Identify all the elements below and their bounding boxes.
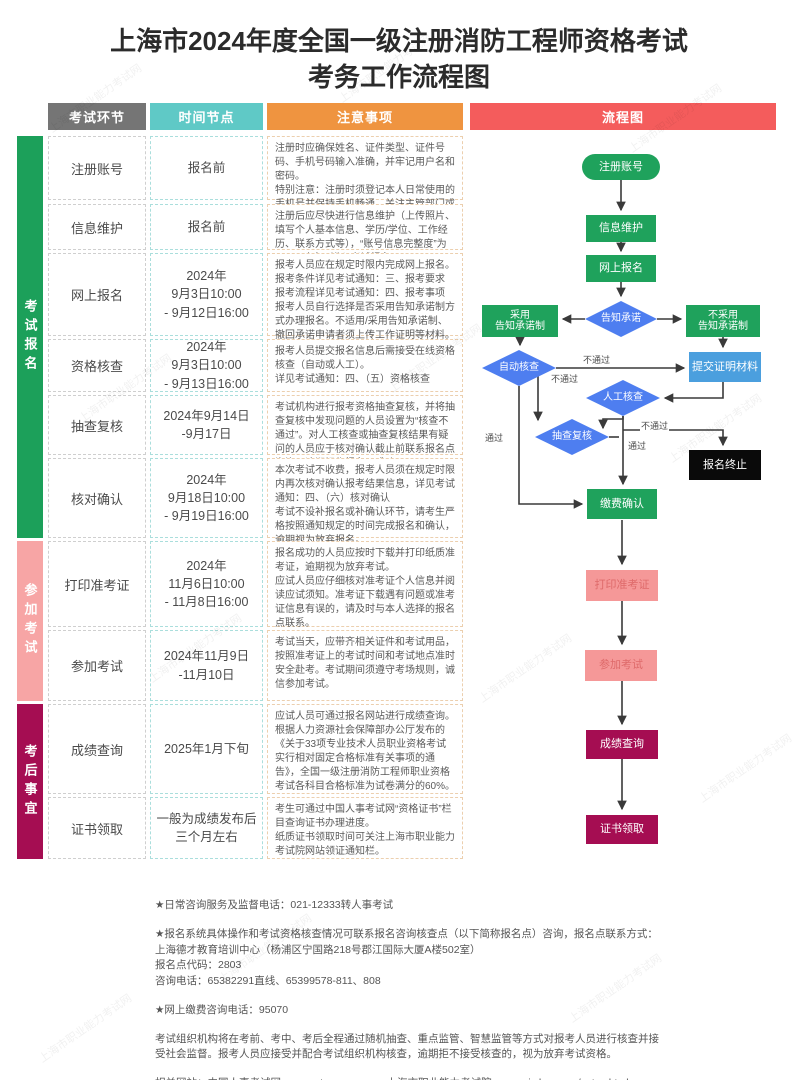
time-cell: 2024年 9月3日10:00 - 9月13日16:00	[150, 339, 263, 392]
column-header-time: 时间节点	[150, 103, 263, 130]
edge-label-fail: 不通过	[640, 421, 670, 431]
flow-node-score: 成绩查询	[586, 730, 658, 759]
edge-label-pass: 通过	[484, 433, 505, 443]
time-cell: 2024年 11月6日10:00 - 11月8日16:00	[150, 541, 263, 627]
step-cell: 打印准考证	[48, 541, 146, 627]
step-cell: 注册账号	[48, 136, 146, 200]
flow-node-attend: 参加考试	[585, 650, 657, 681]
phase-strip-baoming: 考试报名	[17, 136, 43, 538]
flow-node-use: 采用 告知承诺制	[482, 305, 558, 337]
step-cell: 信息维护	[48, 204, 146, 250]
footer-paragraph-2: ★报名系统具体操作和考试资格核查情况可联系报名咨询核查点（以下简称报名点）咨询，…	[155, 927, 658, 987]
flow-node-material: 提交证明材料	[689, 352, 761, 382]
page-title-line1: 上海市2024年度全国一级注册消防工程师资格考试	[110, 26, 688, 56]
step-cell: 成绩查询	[48, 704, 146, 794]
note-cell: 应试人员可通过报名网站进行成绩查询。根据人力资源社会保障部办公厅发布的《关于33…	[267, 704, 463, 794]
time-cell: 报名前	[150, 136, 263, 200]
flow-node-payconfirm: 缴费确认	[587, 489, 657, 519]
page-title-line2: 考务工作流程图	[307, 61, 490, 92]
step-cell: 网上报名	[48, 253, 146, 336]
edge-label-fail: 不通过	[582, 355, 612, 365]
time-cell: 2024年9月14日 -9月17日	[150, 395, 263, 455]
flow-node-terminate: 报名终止	[689, 450, 761, 480]
edge-label-pass: 通过	[627, 441, 648, 451]
flow-node-register: 注册账号	[582, 154, 660, 180]
time-cell: 2024年 9月18日10:00 - 9月19日16:00	[150, 458, 263, 538]
time-cell: 2024年 9月3日10:00 - 9月12日16:00	[150, 253, 263, 336]
column-header-step: 考试环节	[48, 103, 146, 130]
note-cell: 考试当天，应带齐相关证件和考试用品，按照准考证上的考试时间和考试地点准时安全赴考…	[267, 630, 463, 701]
phase-strip-canjia: 参加考试	[17, 541, 43, 701]
flow-node-cert: 证书领取	[586, 815, 658, 844]
note-cell: 注册时应确保姓名、证件类型、证件号码、手机号码输入准确，并牢记用户名和密码。 特…	[267, 136, 463, 224]
flow-node-print: 打印准考证	[586, 570, 658, 601]
note-cell: 本次考试不收费，报考人员须在规定时限内再次核对确认报考结果信息，详见考试通知：四…	[267, 458, 463, 546]
footer-paragraph-4: 考试组织机构将在考前、考中、考后全程通过随机抽查、重点监管、智慧监管等方式对报考…	[155, 1032, 659, 1061]
footer-paragraph-3: ★网上缴费咨询电话：95070	[155, 1003, 289, 1016]
note-cell: 报考人员应在规定时限内完成网上报名。 报考条件详见考试通知：三、报考要求 报考流…	[267, 253, 463, 341]
footer-paragraph-5: 相关网站：中国人事考试网 www.cpta.com.cn 上海市职业能力考试院 …	[155, 1076, 665, 1080]
step-cell: 参加考试	[48, 630, 146, 701]
time-cell: 2024年11月9日 -11月10日	[150, 630, 263, 701]
time-cell: 一般为成绩发布后 三个月左右	[150, 797, 263, 859]
note-cell: 考生可通过中国人事考试网“资格证书”栏目查询证书办理进度。 纸质证书领取时间可关…	[267, 797, 463, 859]
column-header-notes: 注意事项	[267, 103, 463, 130]
step-cell: 证书领取	[48, 797, 146, 859]
footer-paragraph-1: ★日常咨询服务及监督电话：021-12333转人事考试	[155, 899, 394, 911]
watermark-text: 上海市职业能力考试网	[37, 992, 135, 1066]
flow-node-apply: 网上报名	[586, 255, 656, 282]
column-header-flowchart: 流程图	[470, 103, 776, 130]
note-cell: 报名成功的人员应按时下载并打印纸质准考证，逾期视为放弃考试。 应试人员应仔细核对…	[267, 541, 463, 629]
step-cell: 核对确认	[48, 458, 146, 538]
note-cell: 考试机构进行报考资格抽查复核，并将抽查复核中发现问题的人员设置为“核查不通过”。…	[267, 395, 463, 469]
phase-strip-kaohou: 考后事宜	[17, 704, 43, 859]
step-cell: 抽查复核	[48, 395, 146, 455]
flowchart-connectors	[515, 180, 728, 811]
flow-node-nouse: 不采用 告知承诺制	[686, 305, 760, 337]
edge-label-fail: 不通过	[550, 374, 580, 384]
footer-notes: ★日常咨询服务及监督电话：021-12333转人事考试 ★报名系统具体操作和考试资…	[155, 898, 665, 1080]
page-title: 上海市2024年度全国一级注册消防工程师资格考试 考务工作流程图	[0, 24, 798, 96]
note-cell: 注册后应尽快进行信息维护（上传照片、填写个人基本信息、学历/学位、工作经历、联系…	[267, 204, 463, 264]
time-cell: 报名前	[150, 204, 263, 250]
time-cell: 2025年1月下旬	[150, 704, 263, 794]
flowchart: 注册账号信息维护网上报名告知承诺采用 告知承诺制不采用 告知承诺制提交证明材料自…	[470, 134, 776, 864]
flow-node-info: 信息维护	[586, 215, 656, 242]
note-cell: 报考人员提交报名信息后需接受在线资格核查（自动或人工）。 详见考试通知：四、（五…	[267, 339, 463, 392]
step-cell: 资格核查	[48, 339, 146, 392]
